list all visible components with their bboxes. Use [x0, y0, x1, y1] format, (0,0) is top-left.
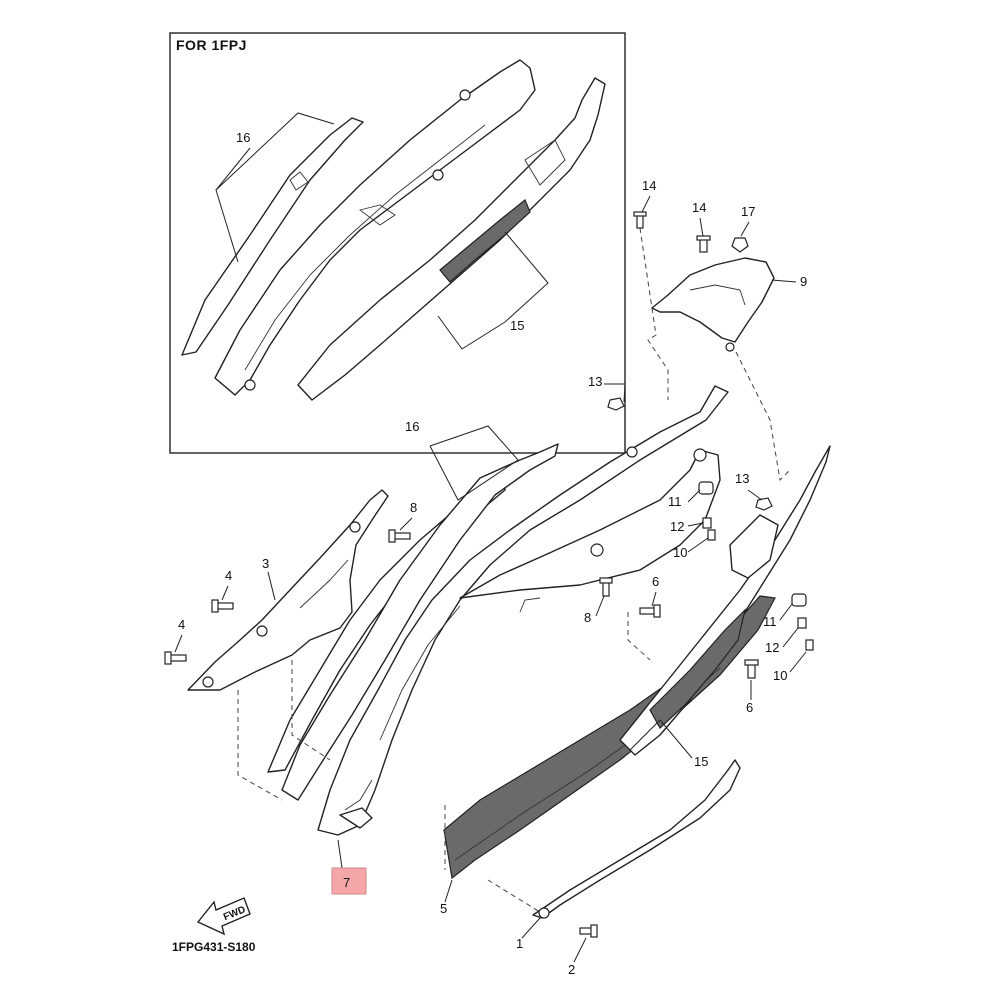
collar-12	[797, 617, 807, 629]
inset-side-panel	[297, 77, 606, 401]
callout-1: 1	[516, 936, 523, 951]
nut-13	[755, 497, 773, 511]
callout-10: 10	[673, 545, 687, 560]
screw-10	[805, 639, 814, 651]
callout-14: 14	[642, 178, 656, 193]
screw-14	[696, 235, 711, 253]
screw-2	[579, 924, 598, 938]
callout-3: 3	[262, 556, 269, 571]
callout-8: 8	[410, 500, 417, 515]
callout-6: 6	[746, 700, 753, 715]
callout-6: 6	[652, 574, 659, 589]
inset-bolt-hole	[244, 379, 256, 391]
callout-13: 13	[588, 374, 602, 389]
callout-13: 13	[735, 471, 749, 486]
callout-2: 2	[568, 962, 575, 977]
part-9-cover	[651, 257, 775, 352]
callout-11: 11	[763, 614, 777, 629]
part-7-mount-tab	[339, 807, 373, 829]
inset-title: FOR 1FPJ	[176, 37, 247, 53]
callout-16: 16	[405, 419, 419, 434]
figure-code: 1FPG431-S180	[172, 940, 256, 954]
callout-8: 8	[584, 610, 591, 625]
callout-4: 4	[178, 617, 185, 632]
grommet-11	[791, 593, 807, 607]
fwd-arrow-icon: FWD	[196, 897, 251, 936]
inset-bolt-hole	[459, 89, 471, 101]
inset-body-cover	[214, 59, 536, 396]
bolt-8	[599, 577, 613, 597]
callout-14: 14	[692, 200, 706, 215]
callout-11: 11	[668, 494, 682, 509]
callout-7-highlight	[331, 867, 367, 895]
nut-17	[731, 237, 749, 253]
screw-10	[707, 529, 716, 541]
screw-6	[639, 604, 661, 618]
callout-12: 12	[765, 640, 779, 655]
callout-7: 7	[343, 875, 350, 890]
screw-14	[633, 211, 647, 229]
collar-12	[702, 517, 712, 529]
bolt-4	[211, 599, 234, 613]
bolt-4	[164, 651, 187, 665]
part-9-mount	[725, 342, 735, 352]
part-1-bottom-trim	[532, 759, 741, 919]
callout-10: 10	[773, 668, 787, 683]
part-16-upper-trim	[281, 443, 559, 801]
callout-9: 9	[800, 274, 807, 289]
inset-bolt-hole	[432, 169, 444, 181]
screw-6	[744, 659, 759, 679]
bolt-8	[388, 529, 411, 543]
callout-15: 15	[510, 318, 524, 333]
grommet-11	[698, 481, 714, 495]
callout-15: 15	[694, 754, 708, 769]
part-15-mesh	[649, 608, 747, 729]
nut-13	[607, 397, 625, 411]
inset-mesh-15	[439, 199, 531, 283]
callout-4: 4	[225, 568, 232, 583]
callout-16: 16	[236, 130, 250, 145]
callout-5: 5	[440, 901, 447, 916]
part-3-panel	[187, 489, 389, 691]
callout-17: 17	[741, 204, 755, 219]
inset-panel: FOR 1FPJ 16 15	[169, 32, 626, 454]
callout-12: 12	[670, 519, 684, 534]
part-15-right-panel	[619, 445, 831, 756]
inset-part-16	[181, 117, 364, 356]
part-7-side-cover	[317, 385, 729, 836]
